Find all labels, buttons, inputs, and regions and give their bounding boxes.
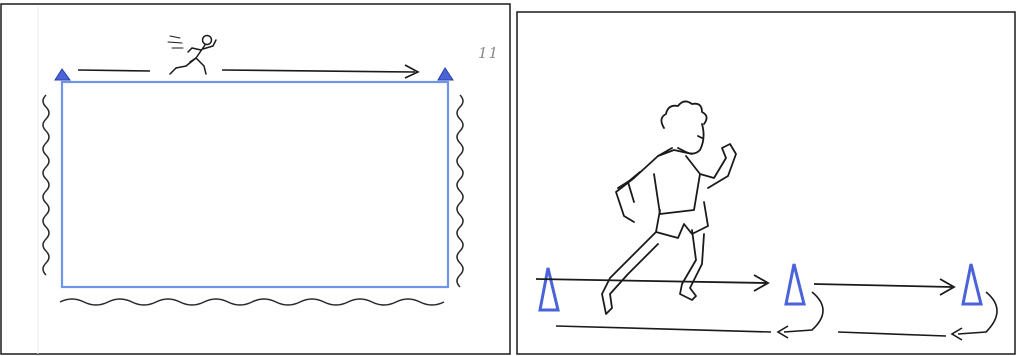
return-path-1: [556, 326, 771, 332]
left-drill-diagram: [0, 0, 512, 356]
right-drill-diagram: [516, 0, 1017, 356]
return-path-2: [838, 332, 946, 336]
wavy-boundary-right: [457, 95, 463, 287]
wavy-boundary-left: [43, 95, 49, 275]
left-panel-frame: [1, 4, 510, 354]
left-drill-panel: 11: [0, 0, 512, 356]
cone-icon: [540, 268, 558, 310]
run-path-arrow: [222, 70, 415, 72]
run-path-arrow-2: [814, 284, 952, 287]
right-panel-frame: [517, 12, 1015, 354]
wavy-boundary-bottom: [60, 299, 444, 305]
panel-note: 11: [478, 44, 499, 62]
cone-icon: [55, 69, 70, 80]
run-path-start: [78, 70, 150, 71]
runner-figure-small: [168, 36, 216, 75]
cone-icon: [963, 264, 981, 304]
run-path-arrow-1: [536, 279, 766, 283]
cone-icon: [438, 68, 453, 80]
cone-icon: [786, 264, 804, 304]
right-drill-panel: [516, 0, 1017, 356]
field-rectangle: [62, 82, 448, 287]
